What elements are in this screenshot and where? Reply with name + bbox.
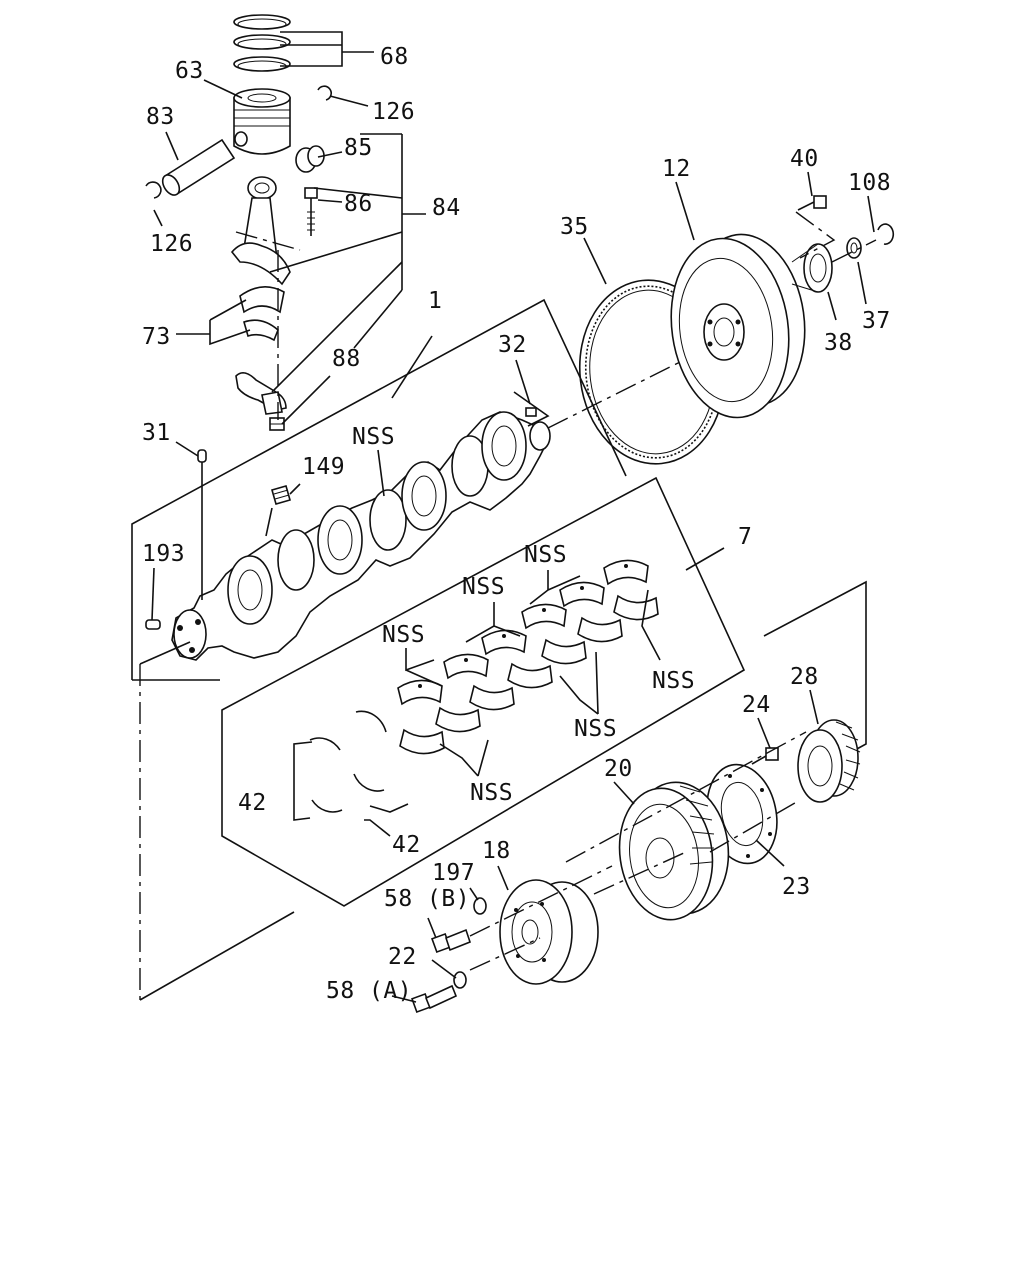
main-bearings [397, 559, 659, 755]
key-149 [271, 485, 291, 505]
pilot-bearing [791, 243, 833, 293]
crank-gear [797, 719, 861, 803]
pulley-18 [499, 879, 599, 985]
label-73: 73 [142, 324, 171, 350]
pin-31 [197, 449, 207, 463]
label-126-top: 126 [372, 99, 415, 125]
washer-197 [473, 897, 487, 915]
circlip-top [317, 85, 332, 101]
label-23: 23 [782, 874, 811, 900]
label-40: 40 [790, 146, 819, 172]
label-28: 28 [790, 664, 819, 690]
label-nss-bearing-5: NSS [574, 716, 617, 742]
label-nss-bearing-2: NSS [462, 574, 505, 600]
label-85: 85 [344, 135, 373, 161]
label-149: 149 [302, 454, 345, 480]
rod-bearing-upper [239, 286, 285, 342]
piston-pin [161, 138, 236, 196]
label-58b: 58 (B) [384, 886, 470, 912]
thrust-washers [309, 710, 387, 813]
label-38: 38 [824, 330, 853, 356]
connecting-rod [230, 176, 291, 286]
label-63: 63 [175, 58, 204, 84]
snap-ring-108 [877, 223, 895, 245]
label-35: 35 [560, 214, 589, 240]
piston [233, 88, 291, 155]
label-20: 20 [604, 756, 633, 782]
label-nss-bearing-4: NSS [652, 668, 695, 694]
piston-rings [233, 14, 291, 72]
bolt-58a [411, 984, 458, 1013]
label-nss-bearing-1: NSS [524, 542, 567, 568]
washer-22 [453, 971, 467, 989]
label-31: 31 [142, 420, 171, 446]
flywheel-bolt [797, 195, 827, 211]
label-193: 193 [142, 541, 185, 567]
label-7: 7 [738, 524, 752, 550]
label-nss-bearing-6: NSS [470, 780, 513, 806]
label-18: 18 [482, 838, 511, 864]
label-37: 37 [862, 308, 891, 334]
dowel-32 [525, 407, 537, 417]
label-nss-bearing-3: NSS [382, 622, 425, 648]
label-22: 22 [388, 944, 417, 970]
label-68: 68 [380, 44, 409, 70]
label-126-left: 126 [150, 231, 193, 257]
label-197: 197 [432, 860, 475, 886]
bolt-58b [431, 928, 471, 953]
bolt-24 [751, 747, 779, 765]
label-24: 24 [742, 692, 771, 718]
small-end-bushing [295, 145, 325, 173]
label-12: 12 [662, 156, 691, 182]
label-83: 83 [146, 104, 175, 130]
crankshaft [171, 411, 551, 661]
label-42-left: 42 [238, 790, 267, 816]
rod-cap [235, 372, 287, 415]
label-84: 84 [432, 195, 461, 221]
label-86: 86 [344, 191, 373, 217]
label-32: 32 [498, 332, 527, 358]
rod-bolt [304, 187, 318, 236]
label-42-bottom: 42 [392, 832, 421, 858]
callout-labels: 68 63 126 83 85 86 84 126 73 1 88 32 31 … [142, 44, 891, 1004]
label-1: 1 [428, 288, 442, 314]
label-58a: 58 (A) [326, 978, 412, 1004]
circlip-left [145, 181, 162, 199]
label-nss-crankshaft: NSS [352, 424, 395, 450]
label-88: 88 [332, 346, 361, 372]
pin-193 [145, 619, 161, 630]
rod-nut [269, 417, 285, 431]
label-108: 108 [848, 170, 891, 196]
flywheel [670, 233, 806, 419]
